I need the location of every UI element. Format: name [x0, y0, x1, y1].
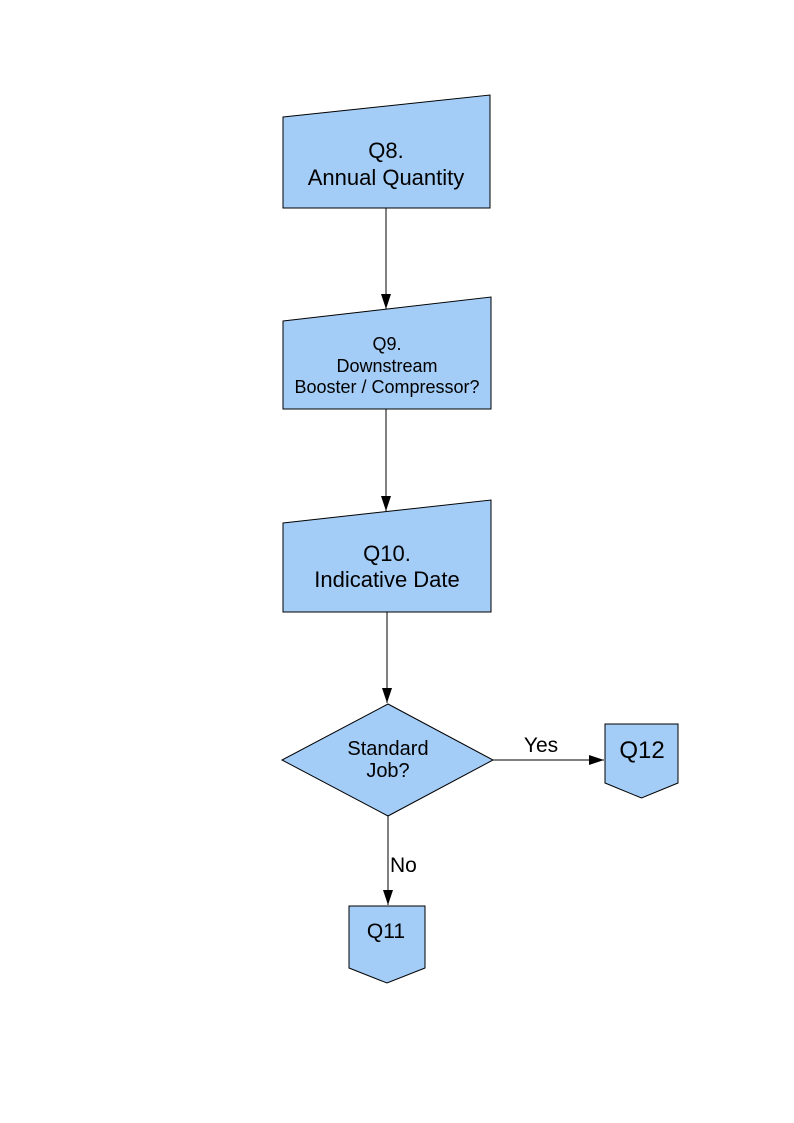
- node-decision-standard-job: Standard Job?: [280, 703, 495, 817]
- node-q11-shape: [348, 905, 426, 984]
- node-q11: Q11: [348, 905, 426, 984]
- node-q9-text-line1: Q9.: [372, 334, 401, 354]
- node-q10: Q10. Indicative Date: [282, 499, 492, 613]
- node-q12: Q12: [604, 723, 679, 799]
- node-q8-shape: [282, 94, 491, 209]
- node-q11-text: Q11: [367, 920, 405, 943]
- node-decision-text-line2: Job?: [366, 760, 409, 782]
- node-q9: Q9. Downstream Booster / Compressor?: [282, 296, 492, 410]
- node-q8-text-line2: Annual Quantity: [308, 165, 465, 190]
- node-q8-text-line1: Q8.: [368, 138, 403, 163]
- node-q10-text-line1: Q10.: [363, 541, 411, 566]
- node-q10-text-line2: Indicative Date: [314, 567, 460, 592]
- node-q9-text-line2: Downstream: [336, 356, 437, 376]
- node-decision-shape: [280, 703, 495, 817]
- node-q8: Q8. Annual Quantity: [282, 94, 491, 209]
- node-q12-shape: [604, 723, 679, 799]
- node-decision-text-line1: Standard: [347, 738, 428, 760]
- node-q9-shape: [282, 296, 492, 410]
- node-q9-text-line3: Booster / Compressor?: [294, 377, 479, 397]
- node-q10-shape: [282, 499, 492, 613]
- edge-label-yes: Yes: [524, 734, 558, 757]
- node-q12-text: Q12: [619, 737, 664, 764]
- edge-label-no: No: [390, 854, 417, 877]
